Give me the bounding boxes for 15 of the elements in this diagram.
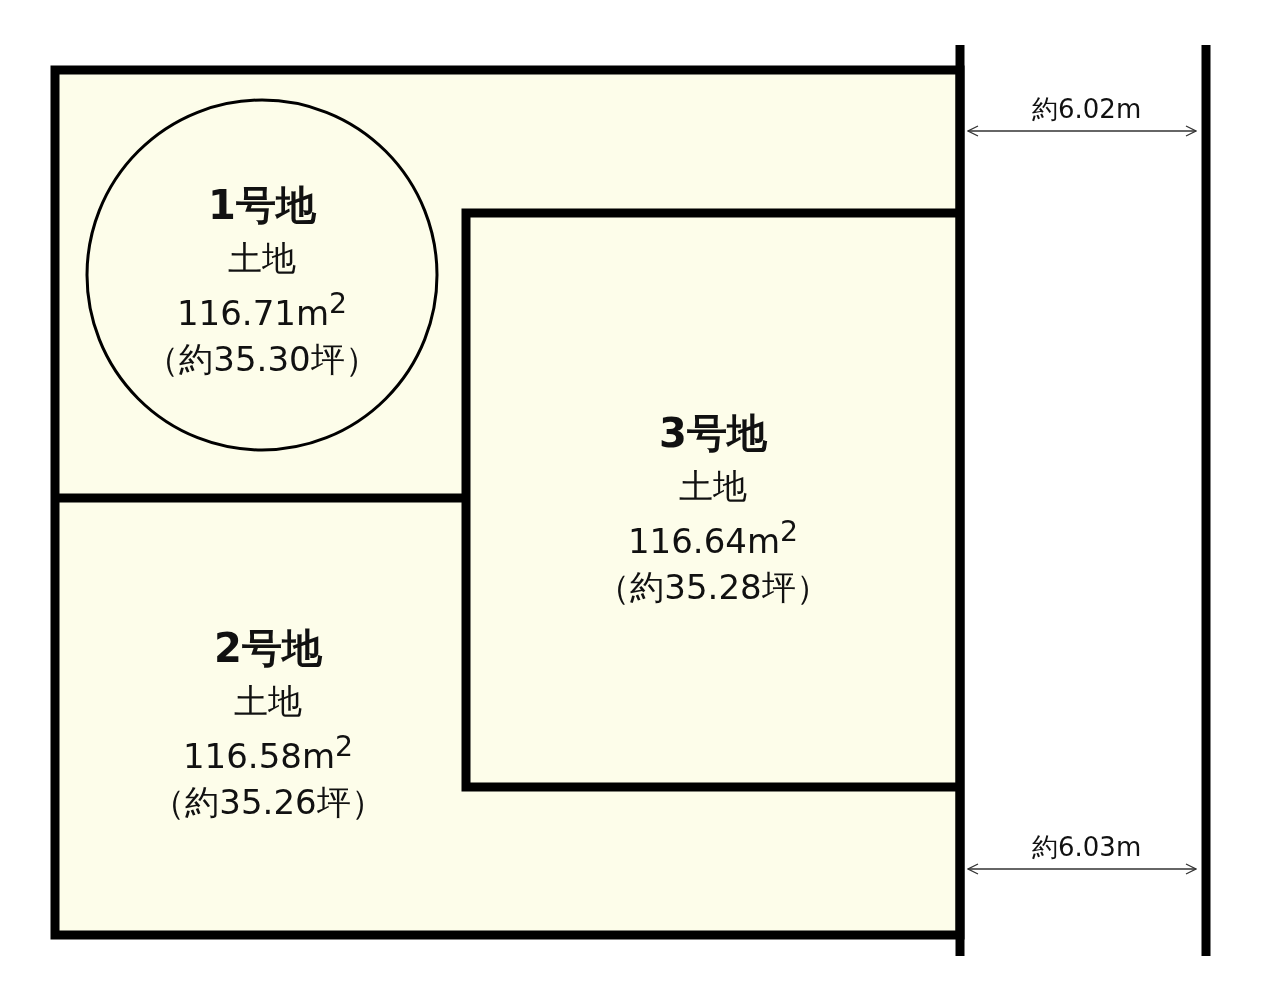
plot-text: 116.58m$^{2}$ xyxy=(182,729,354,779)
plot-circle xyxy=(87,100,437,450)
plot-text: 116.64m$^{2}$ xyxy=(627,514,799,564)
plot-text: 土地 xyxy=(228,237,296,280)
plot-text: （約35.28坪） xyxy=(596,566,830,610)
plot-number: 2号地 xyxy=(214,624,322,673)
dimension-label: 約6.03m xyxy=(1032,831,1142,864)
plot-number: 1号地 xyxy=(208,181,316,230)
plot-text: 116.71m$^{2}$ xyxy=(176,286,348,336)
plot-text: （約35.26坪） xyxy=(151,781,385,825)
plot-text: 土地 xyxy=(234,680,302,723)
dimension-label: 約6.02m xyxy=(1032,93,1142,126)
plot-number: 3号地 xyxy=(659,409,767,458)
plot-text: 土地 xyxy=(679,465,747,508)
plot-text: （約35.30坪） xyxy=(145,338,379,382)
